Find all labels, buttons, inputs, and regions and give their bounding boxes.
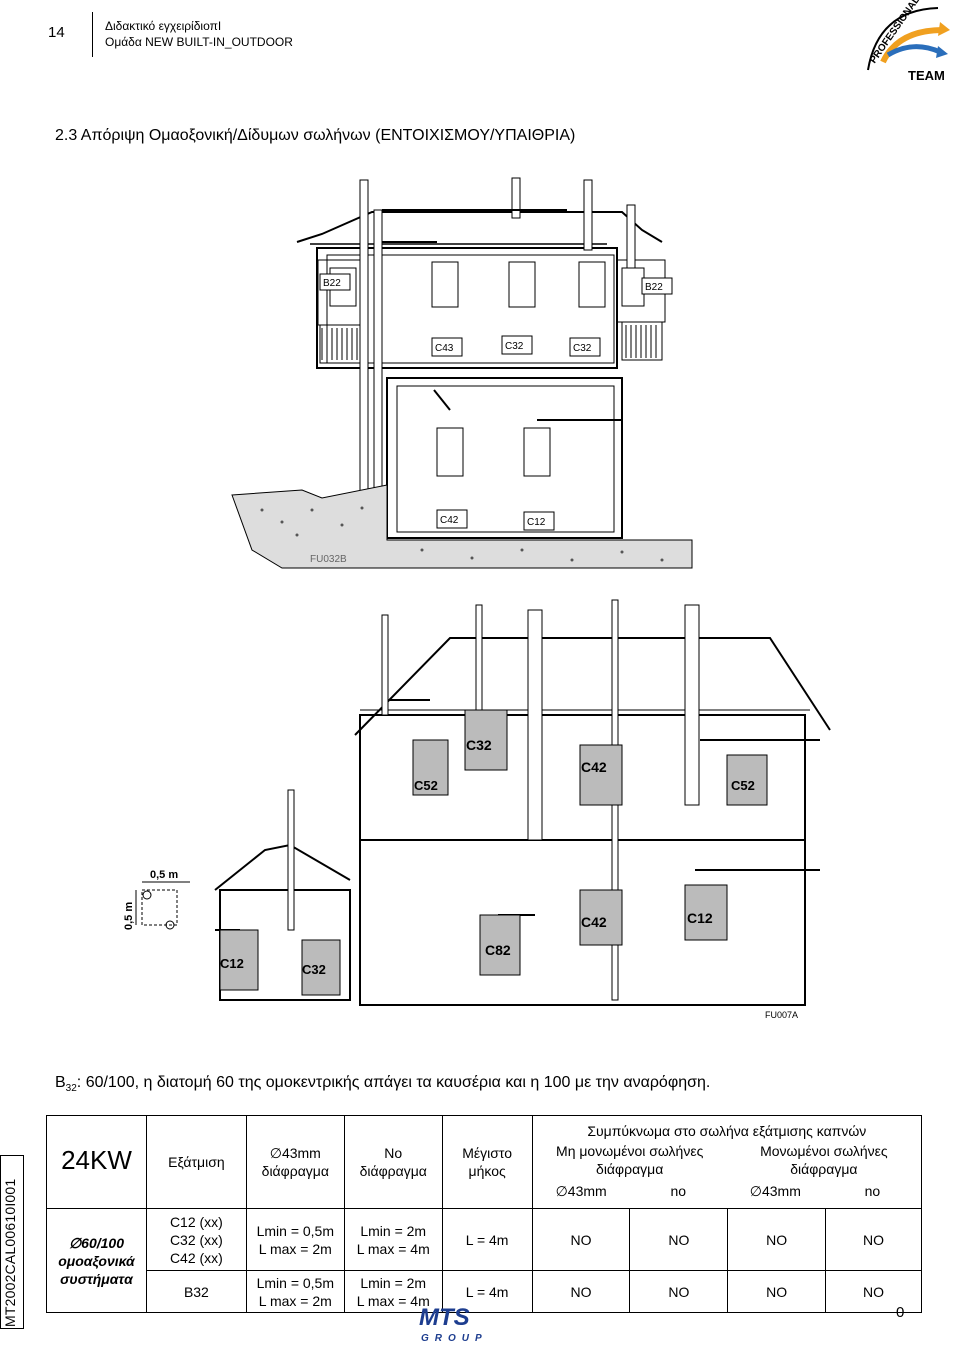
row1-val1: ΝΟ: [531, 1208, 631, 1271]
power-cell: 24KW: [46, 1115, 147, 1209]
h-condensate-title: Συμπύκνωμα στο σωλήνα εξάτμισης καπνών: [587, 1123, 867, 1139]
label-c32-left: C32: [302, 962, 326, 977]
row1-d43-max: L max = 2m: [258, 1240, 332, 1257]
header-divider: [92, 12, 97, 57]
mts-logo-text: MTS: [419, 1304, 470, 1331]
footer-page-number: 0: [896, 1304, 905, 1321]
label-b22-left: B22: [323, 278, 341, 289]
row2-d43-max: L max = 2m: [258, 1292, 332, 1309]
h-max-sub: μήκος: [468, 1163, 506, 1179]
label-c12: C12: [527, 517, 546, 528]
h-sub43b: ∅43mm: [749, 1183, 801, 1199]
h-condensate-sub: Μη μονωμένοι σωλήνες διάφραγμα Μονωμένοι …: [533, 1140, 921, 1202]
h-subnob: no: [864, 1183, 881, 1199]
h-sub43a: ∅43mm: [555, 1183, 607, 1199]
h-subnoa: no: [670, 1183, 687, 1199]
power-label: 24KW: [61, 1145, 132, 1175]
row1-d43-min: Lmin = 0,5m: [256, 1222, 335, 1239]
page-number: 14: [48, 23, 65, 41]
installation-diagram-upper: B22 B22 C43 C32 C32 C42 C12 FU032B: [222, 150, 700, 590]
row1-val3: ΝΟ: [727, 1208, 827, 1271]
h-d43-main: ∅43mm: [269, 1145, 321, 1161]
diagram2-code: FU007A: [765, 1010, 798, 1020]
label-c52-a: C52: [414, 778, 438, 793]
row2-dno-min: Lmin = 2m: [360, 1274, 427, 1291]
section-title: 2.3 Απόριψη Ομαοξονική/Δίδυμων σωλήνων (…: [55, 127, 576, 144]
installation-diagram-lower: C12 C32 C52 C32 C42 C52 C82 C42 C12 0,5 …: [120, 590, 845, 1045]
dim-horizontal: 0,5 m: [150, 869, 178, 881]
h-max-main: Μέγιστο: [462, 1145, 513, 1161]
h-no: Νο διάφραγμα: [343, 1115, 443, 1209]
label-c42-a: C42: [581, 759, 607, 775]
side-code: MT2002CAL00610I001: [2, 1178, 18, 1327]
h-no-sub: διάφραγμα: [359, 1163, 427, 1179]
h-uninsul-sub: διάφραγμα: [596, 1161, 664, 1177]
label-c42-b: C42: [581, 914, 607, 930]
h-max: Μέγιστο μήκος: [441, 1115, 533, 1209]
row2-dno-max: L max = 4m: [356, 1292, 430, 1309]
row1-exhaust-3: C42 (xx): [169, 1249, 223, 1266]
h-no-main: Νο: [384, 1145, 403, 1161]
table-row: ∅60/100 ομοαξονικά συστήματα C12 (xx) C3…: [46, 1208, 922, 1313]
row2-len: L = 4m: [441, 1270, 533, 1313]
h-d43: ∅43mm διάφραγμα: [245, 1115, 345, 1209]
row1-dno-max: L max = 4m: [356, 1240, 430, 1257]
row2-val2: ΝΟ: [629, 1270, 729, 1313]
header-line-2: Ομάδα NEW BUILT-IN_OUTDOOR: [105, 35, 293, 49]
h-d43-sub: διάφραγμα: [261, 1163, 329, 1179]
row1-dno-min: Lmin = 2m: [360, 1222, 427, 1239]
h-uninsul-main: Μη μονωμένοι σωλήνες: [556, 1143, 704, 1159]
row1-val2: ΝΟ: [629, 1208, 729, 1271]
header-text: Διδακτικό εγχειρίδιοπΙ Ομάδα NEW BUILT-I…: [105, 18, 293, 50]
side-code-box: [0, 1155, 24, 1329]
label-c43: C43: [435, 343, 454, 354]
row2-d43-min: Lmin = 0,5m: [256, 1274, 335, 1291]
caption-sub: 32: [65, 1083, 77, 1095]
row2-val3: ΝΟ: [727, 1270, 827, 1313]
label-c32-b: C32: [573, 343, 592, 354]
row1-exhaust-2: C32 (xx): [169, 1231, 223, 1248]
dim-vertical: 0,5 m: [123, 902, 135, 930]
caption: B32: 60/100, η διατομή 60 της ομοκεντρικ…: [55, 1074, 710, 1094]
row1-exhaust-1: C12 (xx): [169, 1213, 223, 1230]
h-exhaust: Εξάτμιση: [145, 1115, 247, 1209]
mts-logo-subtext: GROUP: [421, 1333, 488, 1343]
h-insul: Μονωμένοι σωλήνες διάφραγμα: [727, 1140, 921, 1180]
label-c12-right: C12: [687, 910, 713, 926]
row2-val1: ΝΟ: [531, 1270, 631, 1313]
system-line-1: ∅60/100: [68, 1234, 124, 1251]
label-c32-a: C32: [505, 341, 524, 352]
spec-table: 24KW Εξάτμιση ∅43mm διάφραγμα Νο διάφραγμα…: [46, 1115, 923, 1313]
system-cell: ∅60/100 ομοαξονικά συστήματα: [46, 1208, 147, 1313]
label-c52-b: C52: [731, 778, 755, 793]
h-insul-main: Μονωμένοι σωλήνες: [760, 1143, 888, 1159]
row2-exhaust: B32: [145, 1270, 247, 1313]
mts-group-logo: MTS GROUP: [419, 1304, 488, 1343]
system-line-2: ομοαξονικά: [58, 1252, 135, 1269]
system-line-3: συστήματα: [60, 1270, 133, 1287]
label-c32-b: C32: [466, 737, 492, 753]
row1-val4: ΝΟ: [825, 1208, 922, 1271]
caption-prefix: B: [55, 1074, 66, 1091]
label-b22-right: B22: [645, 282, 663, 293]
caption-text: : 60/100, η διατομή 60 της ομοκεντρικής …: [76, 1074, 711, 1091]
label-c42: C42: [440, 515, 459, 526]
h-uninsul: Μη μονωμένοι σωλήνες διάφραγμα: [533, 1140, 727, 1180]
row1-exhaust: C12 (xx) C32 (xx) C42 (xx): [145, 1208, 247, 1271]
label-c12-left: C12: [220, 956, 244, 971]
diagram1-code: FU032B: [310, 554, 347, 565]
header-line-1: Διδακτικό εγχειρίδιοπΙ: [105, 19, 222, 33]
row2-val4: ΝΟ: [825, 1270, 922, 1313]
h-insul-sub: διάφραγμα: [790, 1161, 858, 1177]
h-condensate: Συμπύκνωμα στο σωλήνα εξάτμισης καπνών Μ…: [531, 1115, 923, 1209]
row1-len: L = 4m: [441, 1208, 533, 1271]
professional-team-logo: PROFESSIONAL TEAM: [867, 0, 950, 83]
logo-text-bottom: TEAM: [908, 68, 945, 83]
label-c82: C82: [485, 942, 511, 958]
